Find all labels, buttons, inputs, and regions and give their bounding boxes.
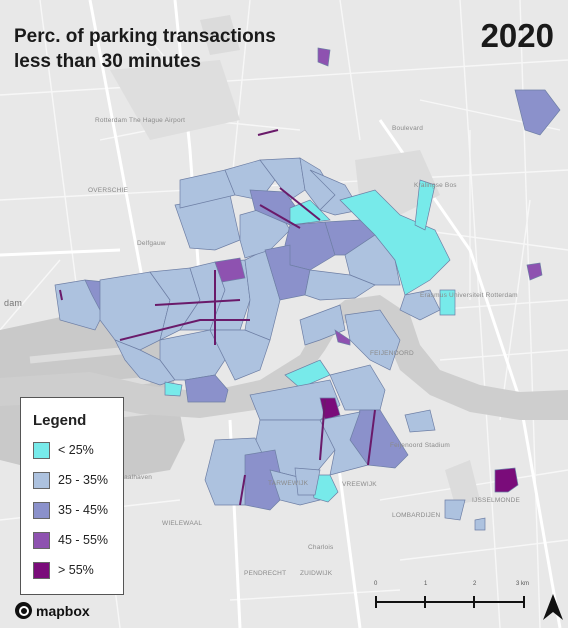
place-label: Feijenoord Stadium (390, 442, 450, 449)
place-label: LOMBARDIJEN (392, 512, 441, 519)
parking-streets (59, 129, 376, 506)
place-label: IJSSELMONDE (472, 497, 521, 504)
scale-label: 3 km (516, 581, 530, 587)
map-title: Perc. of parking transactions less than … (14, 24, 276, 74)
district-east-purple[interactable] (526, 262, 543, 281)
place-label: ZUIDWIJK (300, 570, 333, 577)
place-label: Charlois (308, 544, 334, 551)
mapbox-logo[interactable]: mapbox (15, 602, 90, 619)
district-kop-van-zuid-north[interactable] (304, 269, 376, 301)
district-ijsselmonde-west[interactable] (444, 499, 466, 521)
legend-title: Legend (33, 412, 87, 429)
mapbox-logo-icon (15, 602, 32, 619)
place-label: TARWEWIJK (268, 480, 309, 487)
scale-label: 0 (374, 581, 378, 587)
airport-area (110, 60, 240, 140)
district-ijsselmonde-small[interactable] (474, 517, 486, 531)
district-agniesebuurt[interactable] (259, 157, 306, 201)
legend-label: 35 - 45% (58, 503, 109, 517)
district-kralingen-south[interactable] (399, 289, 441, 321)
place-label: FEIJENOORD (370, 350, 414, 357)
legend-label: < 25% (58, 443, 94, 457)
place-label: Boulevard (392, 125, 424, 132)
district-erasmus-campus[interactable] (439, 289, 456, 316)
park-area (445, 460, 480, 505)
place-label: WIELEWAAL (162, 520, 203, 527)
legend-item: 25 - 35% (33, 469, 111, 491)
place-label: dam (4, 298, 23, 308)
mapbox-wordmark: mapbox (36, 602, 90, 619)
title-line-1: Perc. of parking transactions (14, 26, 276, 47)
legend-label: 45 - 55% (58, 533, 109, 547)
legend-label: > 55% (58, 563, 94, 577)
district-north-purple[interactable] (317, 47, 331, 67)
district-bloemhof-north[interactable] (329, 364, 386, 411)
title-line-2: less than 30 minutes (14, 51, 201, 72)
district-purple-south[interactable] (334, 329, 351, 346)
district-carnisse[interactable] (244, 449, 286, 511)
district-feijenoord-east[interactable] (404, 409, 436, 433)
district-heijplaat-edge[interactable] (184, 374, 229, 403)
legend-panel: Legend < 25% 25 - 35% 35 - 45% 45 - 55% … (20, 397, 124, 595)
district-cyan-harbour[interactable] (164, 381, 183, 397)
legend-item: < 25% (33, 439, 111, 461)
district-kralingen-oost[interactable] (339, 189, 451, 296)
place-label: Erasmus Universiteit Rotterdam (420, 292, 518, 299)
district-vreewijk[interactable] (294, 467, 321, 496)
district-hillegersberg-east[interactable] (514, 89, 561, 136)
scale-label: 1 (424, 581, 428, 587)
legend-label: 25 - 35% (58, 473, 109, 487)
year-label: 2020 (480, 17, 554, 54)
district-ijsselmonde-dark[interactable] (494, 467, 519, 493)
north-arrow-icon (543, 594, 563, 620)
districts-layer (54, 47, 561, 531)
legend-swatch (33, 441, 50, 459)
river-maas (0, 295, 568, 420)
scale-bar (375, 596, 525, 608)
legend-swatch (33, 561, 50, 579)
place-label: OVERSCHIE (88, 187, 129, 194)
lake-area (200, 15, 240, 55)
district-kop-van-zuid[interactable] (299, 304, 346, 346)
district-kralingen-strip[interactable] (414, 179, 436, 231)
place-label: Rotterdam The Hague Airport (95, 117, 186, 124)
legend-item: 35 - 45% (33, 499, 111, 521)
district-purple-west[interactable] (214, 257, 246, 283)
legend-swatch (33, 531, 50, 549)
place-label: Waalhaven (118, 474, 153, 481)
legend-swatch (33, 501, 50, 519)
legend-swatch (33, 471, 50, 489)
scale-label: 2 (473, 581, 477, 587)
place-label: PENDRECHT (244, 570, 287, 577)
place-label: Delfgauw (137, 240, 166, 247)
place-label: VREEWIJK (342, 481, 377, 488)
legend-item: 45 - 55% (33, 529, 111, 551)
place-label: Kralingse Bos (414, 182, 457, 189)
legend-item: > 55% (33, 559, 111, 581)
district-bergpolder[interactable] (224, 159, 276, 201)
